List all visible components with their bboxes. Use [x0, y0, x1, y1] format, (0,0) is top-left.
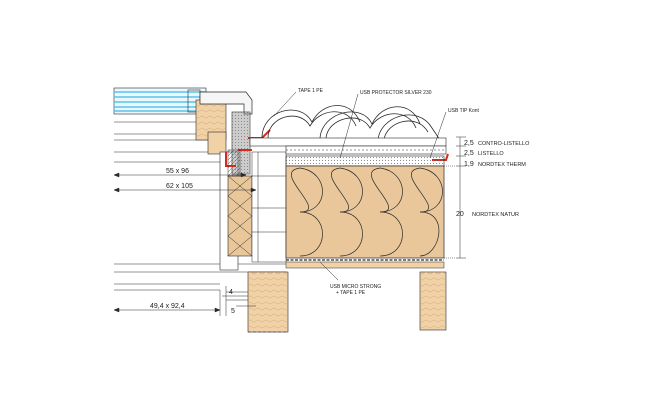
dim-sill: 49,4 x 92,4: [150, 303, 185, 310]
frame-insulation-column: [227, 149, 253, 257]
callout-micro-strong: USB MICRO STRONG: [330, 284, 381, 290]
nordtex-therm-board: [285, 155, 445, 167]
callout-protector: USB PROTECTOR SILVER 230: [360, 90, 432, 96]
dim-small-a: 4: [229, 289, 233, 296]
roof-tiles: [261, 105, 441, 141]
layer-1-thickness: 2,5: [464, 140, 474, 147]
layer-2-thickness: 2,5: [464, 150, 474, 157]
layer-3-thickness: 1,9: [464, 161, 474, 168]
window-glazing: [113, 87, 207, 115]
rafters: [247, 271, 447, 333]
callout-tip: USB TIP Kont: [448, 108, 480, 114]
battens: [249, 137, 447, 155]
dim-beam-a: 55 x 96: [166, 168, 189, 175]
sill-boards: [114, 283, 248, 301]
nordtex-natur-insulation: [285, 165, 445, 259]
callout-tape-pe: + TAPE 1 PE: [336, 290, 366, 296]
layer-3-name: NORDTEX THERM: [478, 162, 526, 168]
dim-small-b: 5: [231, 308, 235, 315]
dim-beam-b: 62 x 105: [166, 183, 193, 190]
ceiling-boards: [285, 261, 445, 269]
dimension-lines: [113, 136, 466, 316]
layer-4-thickness: 20: [456, 211, 464, 218]
callout-leaders: [273, 91, 447, 281]
stud-section: [251, 151, 287, 263]
callout-tape: TAPE 1 PE: [298, 88, 324, 94]
layer-2-name: LISTELLO: [478, 151, 504, 157]
layer-4-name: NORDTEX NATUR: [472, 212, 519, 218]
layer-1-name: CONTRO-LISTELLO: [478, 141, 530, 147]
